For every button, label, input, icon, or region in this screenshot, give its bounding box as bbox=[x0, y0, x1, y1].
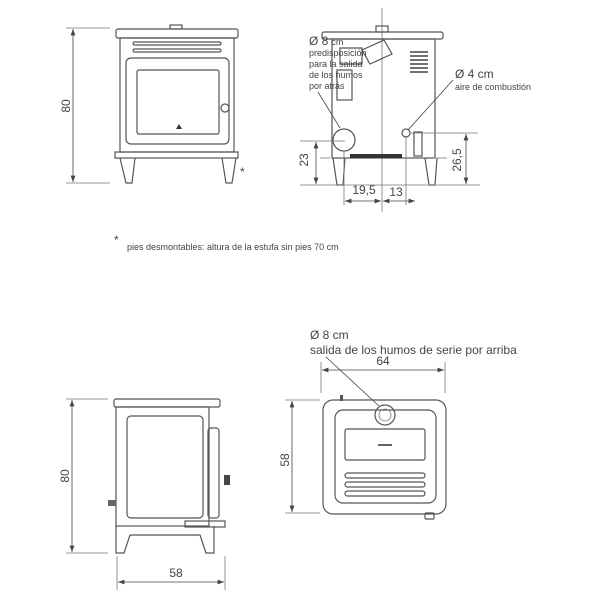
dim-23-label: 23 bbox=[297, 153, 311, 167]
top-flue-outlet bbox=[374, 404, 396, 426]
side-height-label: 80 bbox=[58, 469, 72, 483]
dim-19-5-label: 19,5 bbox=[352, 183, 376, 197]
air-inlet-diameter: Ø 4 cm bbox=[455, 67, 494, 81]
rear-flue-outlet bbox=[332, 128, 356, 152]
rear-flue-text-line: por atrás bbox=[309, 81, 345, 91]
flame-icon bbox=[176, 124, 182, 129]
dim-13-label: 13 bbox=[389, 185, 403, 199]
side-view: 80 58 bbox=[58, 398, 230, 590]
door-knob bbox=[220, 103, 230, 113]
rear-flue-text-line: predisposición bbox=[309, 48, 367, 58]
footnote-text: pies desmontables: altura de la estufa s… bbox=[127, 242, 339, 252]
door-knob bbox=[224, 475, 230, 485]
footnote: * pies desmontables: altura de la estufa… bbox=[114, 233, 339, 252]
removable-legs-asterisk: * bbox=[240, 165, 245, 179]
top-depth-label: 58 bbox=[278, 453, 292, 467]
air-inlet bbox=[401, 128, 411, 138]
top-flue-diameter: Ø 8 cm bbox=[310, 328, 349, 342]
top-width-label: 64 bbox=[376, 354, 390, 368]
air-inlet-label: aire de combustión bbox=[455, 82, 531, 92]
dim-26-5-label: 26,5 bbox=[450, 148, 464, 172]
footnote-asterisk: * bbox=[114, 233, 119, 247]
rear-flue-text-line: para la salida bbox=[309, 59, 363, 69]
top-view: Ø 8 cm salida de los humos de serie por … bbox=[278, 328, 517, 520]
front-height-label: 80 bbox=[59, 99, 73, 113]
top-flue-label: salida de los humos de serie por arriba bbox=[310, 343, 517, 357]
side-depth-label: 58 bbox=[169, 566, 183, 580]
front-view: 80 * bbox=[59, 24, 245, 184]
rear-flue-text-line: de los humos bbox=[309, 70, 363, 80]
